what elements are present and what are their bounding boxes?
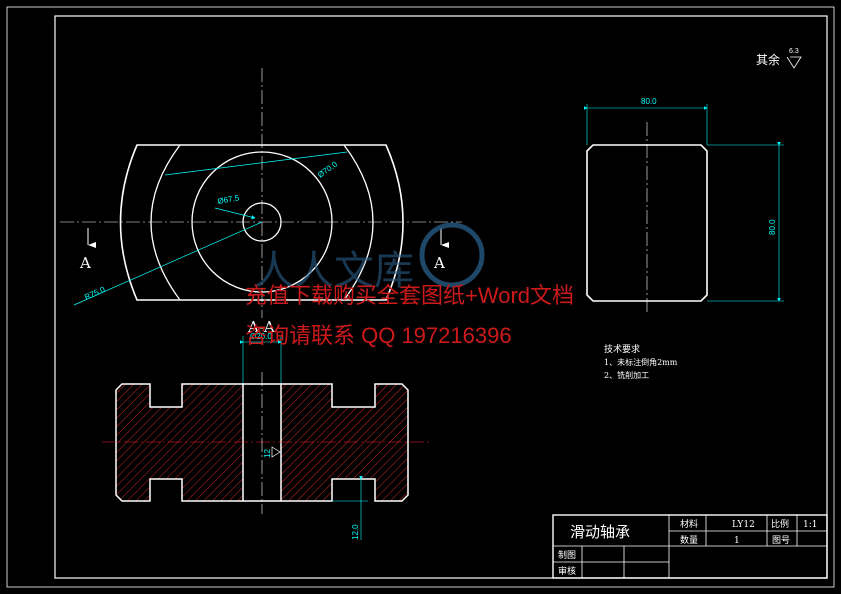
- watermark-line-2: 咨询请联系 QQ 197216396: [245, 323, 512, 348]
- section-right-half: [280, 383, 409, 502]
- part-name: 滑动轴承: [570, 523, 630, 541]
- material-label: 材料: [680, 518, 698, 530]
- dia67-leader: [214, 207, 256, 220]
- top-view-outline: [119, 144, 404, 301]
- bore-dim-label: Ø20.0: [250, 332, 272, 341]
- r75-leader: [73, 221, 263, 306]
- slot-dim-label: 12.0: [351, 524, 360, 540]
- inner-arc-left: [150, 144, 181, 301]
- tech-heading: 技术要求: [604, 343, 640, 355]
- watermark-line-1: 充值下载购买全套图纸+Word文档: [245, 283, 574, 308]
- section-label-right: A: [433, 254, 445, 272]
- small-dim-marker: [271, 446, 281, 458]
- width-dim-label: 80.0: [641, 97, 657, 106]
- technical-requirements: 技术要求 1、未标注倒角2mm 2、铣削加工: [604, 343, 678, 380]
- roughness-value: 6.3: [789, 48, 799, 55]
- circle-bore: [242, 202, 282, 242]
- qty-value: 1: [734, 536, 740, 546]
- scale-label: 比例: [771, 518, 789, 530]
- drawing-no-label: 图号: [772, 535, 790, 546]
- side-view-outline: [586, 144, 708, 302]
- watermark: 人人文库 充值下载购买全套图纸+Word文档 咨询请联系 QQ 19721639…: [245, 222, 574, 348]
- dia70-leader: [164, 151, 348, 176]
- drawn-label: 制图: [558, 549, 576, 561]
- watermark-logo-text: 人人文库: [254, 248, 414, 294]
- side-view: 80.0 80.0: [584, 97, 784, 312]
- circle-outer: [191, 151, 333, 293]
- roughness-symbol: [786, 56, 802, 69]
- small-dim-label: 12: [263, 449, 272, 458]
- inner-arc-right: [343, 144, 374, 301]
- qty-label: 数量: [680, 534, 698, 546]
- section-label-left: A: [79, 254, 91, 272]
- title-block: 滑动轴承 材料 LY12 比例 1:1 数量 1 图号 制图 审核: [552, 514, 828, 579]
- outer-frame: [6, 6, 835, 588]
- section-view: A-A Ø20.0 12 12.0: [102, 318, 430, 540]
- roughness-label: 其余: [756, 52, 780, 67]
- inner-frame: [54, 15, 828, 579]
- section-title: A-A: [247, 318, 275, 336]
- tech-line-2: 2、铣削加工: [604, 370, 649, 380]
- height-dim-label: 80.0: [768, 219, 777, 235]
- dia70-label: Ø70.0: [316, 159, 339, 179]
- tech-line-1: 1、未标注倒角2mm: [604, 357, 678, 367]
- watermark-logo-ring: [419, 222, 485, 288]
- section-left-half: [115, 383, 244, 502]
- roughness-note: 其余 6.3: [756, 48, 802, 69]
- material-value: LY12: [732, 520, 755, 530]
- scale-value: 1:1: [803, 520, 817, 530]
- dia67-label: Ø67.5: [217, 193, 241, 206]
- r75-label: R75.0: [83, 285, 107, 302]
- checked-label: 审核: [558, 565, 576, 577]
